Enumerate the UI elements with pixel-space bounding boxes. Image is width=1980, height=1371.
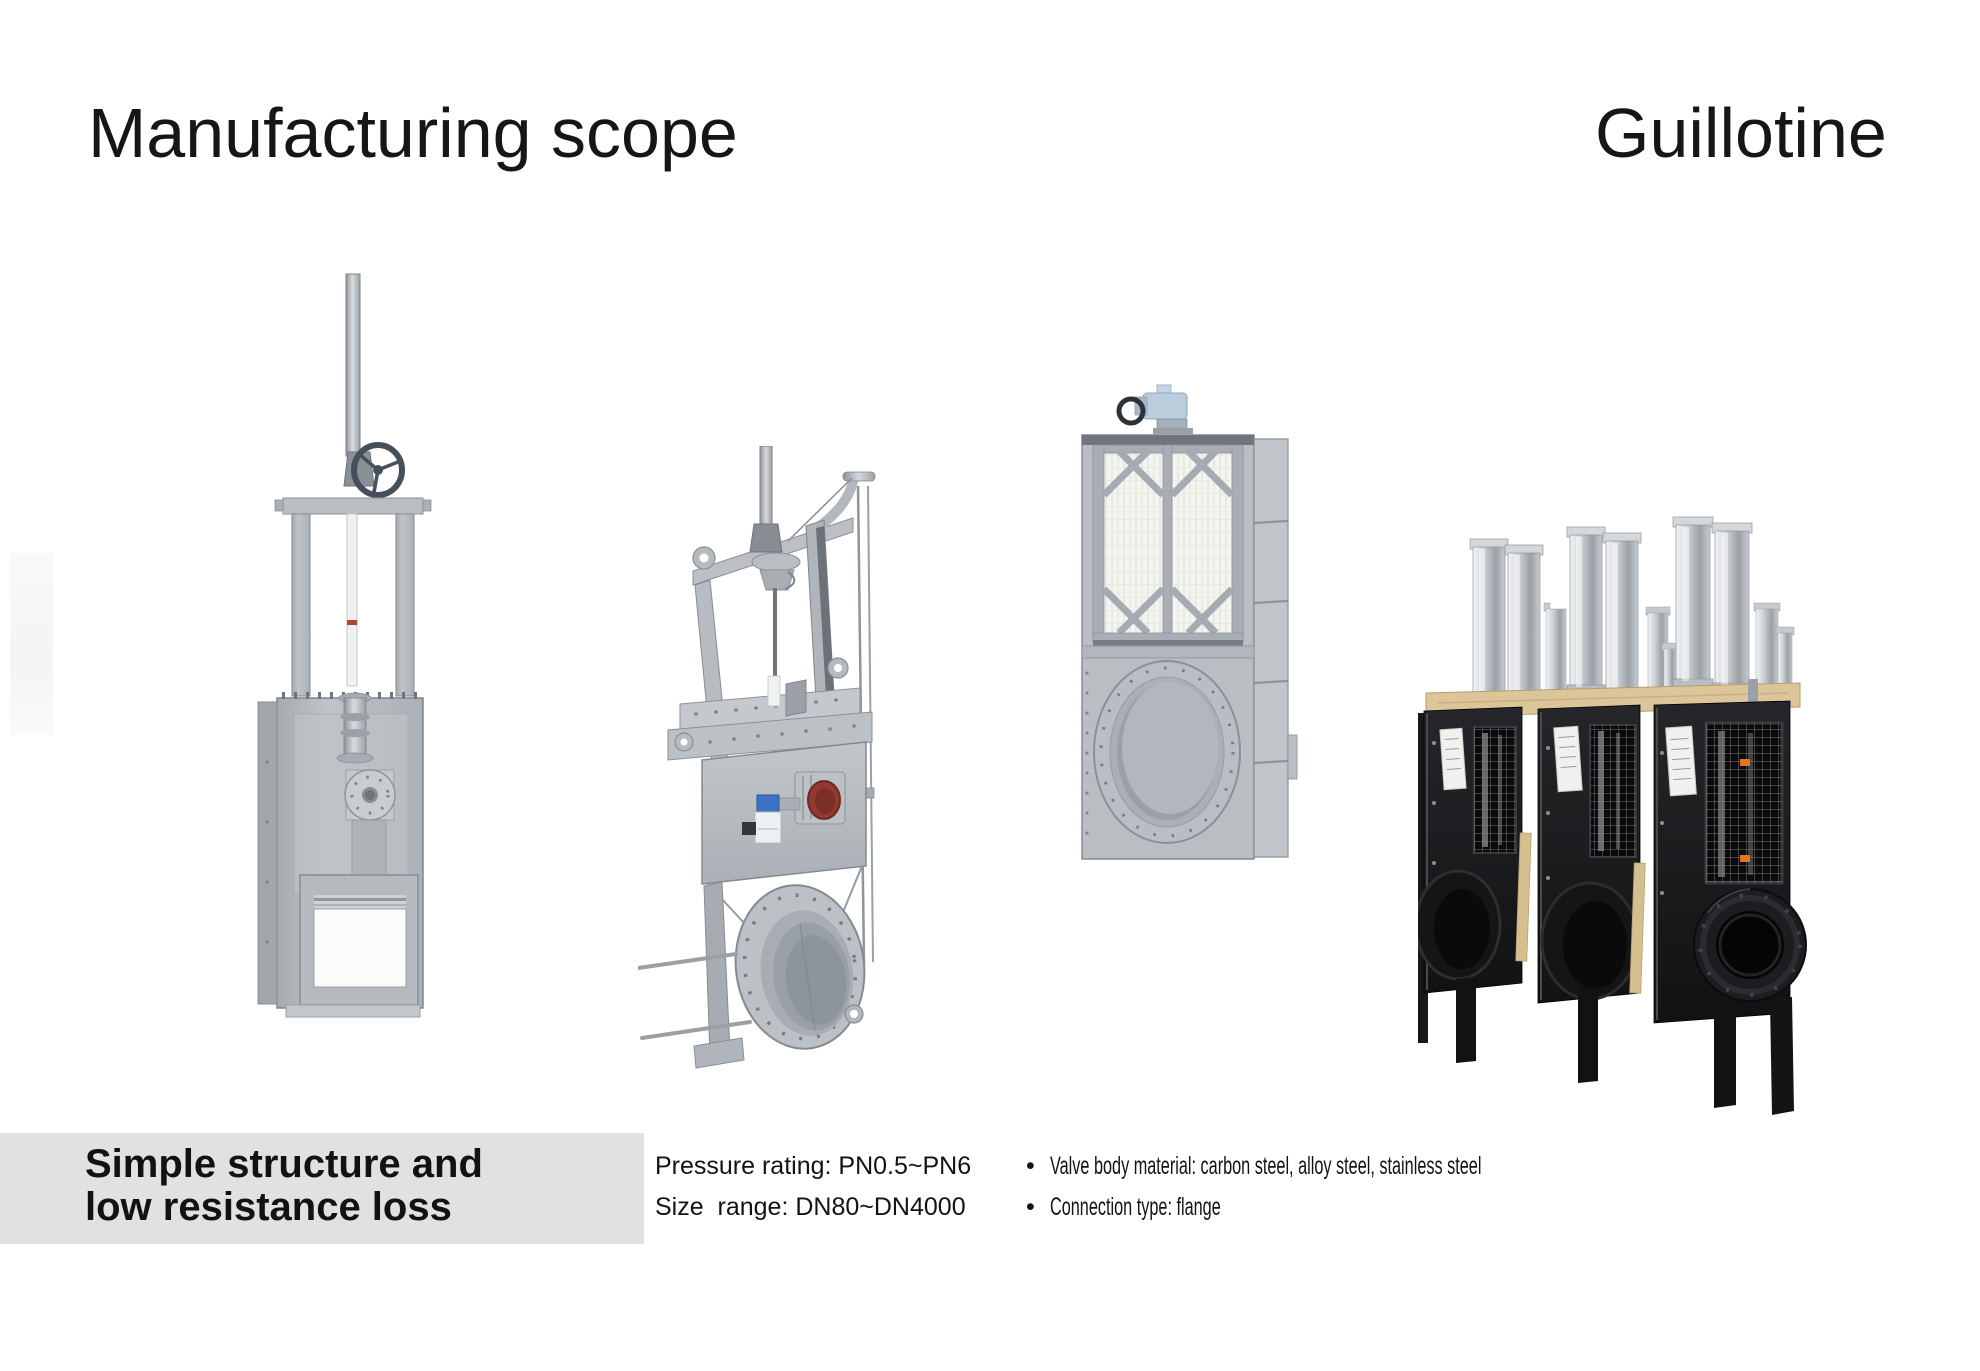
bullet-item-connection: • Connection type: flange [1026, 1187, 1714, 1228]
valve-stem [345, 273, 361, 457]
category-title: Guillotine [1595, 94, 1887, 172]
spec-pressure-rating: Pressure rating: PN0.5~PN6 [655, 1152, 972, 1180]
spec-size-range: Size range: DN80~DN4000 [655, 1193, 966, 1221]
bullet-icon: • [1026, 1152, 1035, 1180]
product-image-motorized-guillotine-damper [1081, 384, 1298, 860]
bullet-material-text: Valve body material: carbon steel, alloy… [1050, 1152, 1482, 1180]
bullet-list: • Valve body material: carbon steel, all… [1026, 1146, 1714, 1228]
feature-highlight-box: Simple structure and low resistance loss [0, 1133, 644, 1244]
feature-line-2: low resistance loss [85, 1185, 452, 1229]
product-image-pneumatic-guillotine-valve-set [1418, 516, 1807, 1115]
guillotine-valve-unit [1537, 704, 1641, 1083]
side-port [777, 771, 846, 825]
electric-actuator [1116, 384, 1193, 434]
gate-opening [299, 874, 419, 1006]
solenoid-valve [742, 794, 782, 844]
spec-list: Pressure rating: PN0.5~PN6 Size range: D… [655, 1146, 971, 1228]
bullet-connection-text: Connection type: flange [1050, 1193, 1221, 1221]
photo-edge-artifact [10, 553, 53, 735]
bullet-icon: • [1026, 1193, 1035, 1221]
feature-line-1: Simple structure and [85, 1142, 483, 1186]
guillotine-valve-unit [1418, 706, 1523, 1063]
round-port-flange [1093, 660, 1241, 844]
page-title: Manufacturing scope [88, 94, 738, 172]
port-flange [344, 769, 396, 821]
handwheel-icon [351, 442, 405, 498]
feature-text: Simple structure and low resistance loss [85, 1143, 483, 1229]
pneumatic-cylinders-main [1469, 516, 1753, 708]
gear-operator [751, 552, 801, 591]
product-image-manual-knife-gate-valve [257, 273, 432, 1018]
bullet-item-material: • Valve body material: carbon steel, all… [1026, 1146, 1714, 1187]
packing-gland [336, 692, 374, 764]
product-image-flanged-knife-gate-valve [638, 446, 876, 1069]
bottom-flange [734, 884, 866, 1050]
guillotine-valve-unit [1653, 700, 1807, 1115]
